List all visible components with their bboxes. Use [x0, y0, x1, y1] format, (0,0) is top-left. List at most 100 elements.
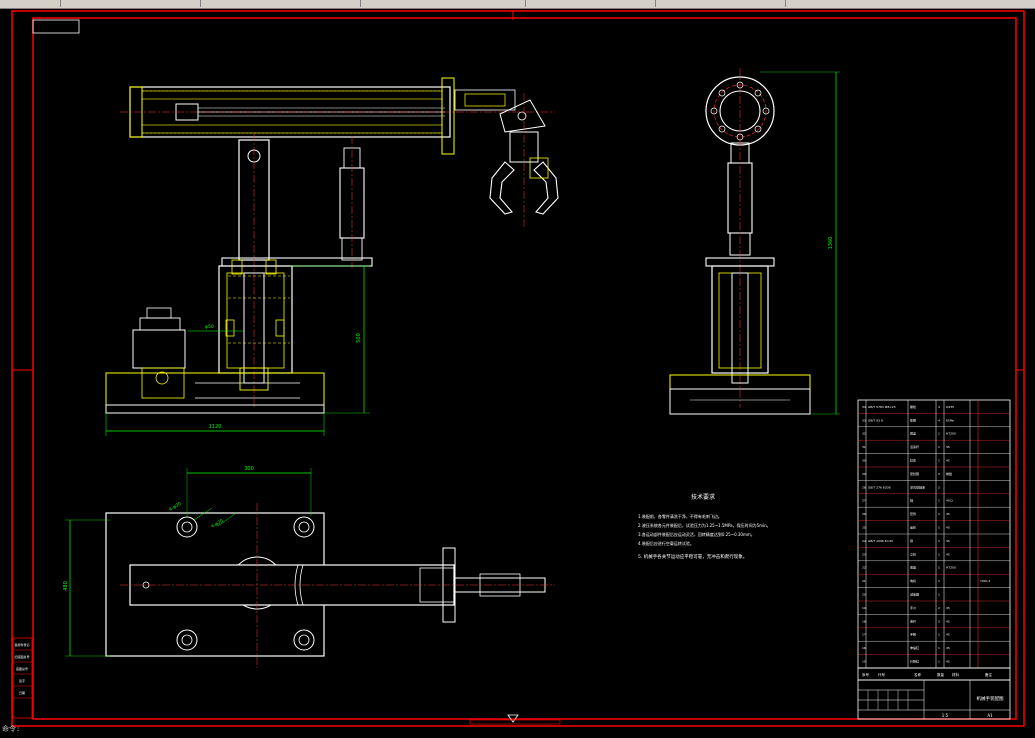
header-code: 代号 [878, 672, 886, 677]
tab-3[interactable] [200, 0, 361, 7]
tab-6[interactable] [655, 0, 786, 7]
parts-cell: 底座 [910, 565, 916, 570]
dim-column: φ50 [205, 324, 214, 330]
parts-cell: 65Mn [946, 418, 954, 422]
margin-label-3: 底图总号 [16, 666, 28, 671]
tech-req-4: 4.装配后应进行空载运转试验。 [638, 540, 694, 546]
dim-overall-width: 1120 [209, 424, 222, 430]
parts-cell: 2 [938, 619, 940, 623]
parts-table-header: 序号 代号 名称 数量 材料 备注 [857, 667, 1011, 681]
parts-cell: 减速器 [910, 592, 919, 597]
dim-plan-side: 480 [63, 581, 69, 591]
parts-cell: 伸缩缸 [910, 645, 919, 650]
parts-cell: 29 [862, 472, 866, 476]
parts-cell: 16 [862, 646, 866, 650]
centering-marks [12, 11, 1024, 371]
parts-cell: 19 [862, 606, 866, 610]
tab-2[interactable] [60, 0, 201, 7]
parts-cell: 1 [938, 459, 940, 463]
parts-cell: 2 [938, 485, 940, 489]
parts-cell: 1 [938, 432, 940, 436]
parts-cell: 套筒 [910, 511, 916, 516]
parts-cell: 升降缸 [910, 659, 919, 664]
parts-cell: 45 [946, 512, 950, 516]
parts-cell: 45 [946, 633, 950, 637]
parts-cell: 1 [938, 512, 940, 516]
plan-view: 300 480 4-φ20 4-φ20 [63, 466, 555, 668]
tab-4[interactable] [360, 0, 526, 7]
parts-cell: 1 [938, 593, 940, 597]
parts-cell: 螺栓 [910, 404, 916, 409]
parts-cell: 1 [938, 526, 940, 530]
parts-cell: 32 [862, 432, 866, 436]
tech-req-title: 技术要求 [691, 493, 715, 501]
command-line-fragment[interactable]: 命令: [2, 725, 21, 733]
parts-cell: 24 [862, 539, 866, 543]
parts-cell: 2 [938, 472, 940, 476]
tab-5[interactable] [525, 0, 656, 7]
parts-cell: 1 [938, 566, 940, 570]
parts-cell: 立柱 [910, 551, 916, 556]
cad-drawing-canvas[interactable]: 1120 500 φ50 1360 [0, 8, 1035, 734]
parts-cell: 橡胶 [946, 471, 952, 476]
parts-cell: 1 [938, 552, 940, 556]
parts-cell: GB/T 276 6208 [868, 485, 891, 489]
parts-cell: 活塞杆 [910, 444, 919, 449]
parts-cell: 45 [946, 552, 950, 556]
parts-cell: 45 [946, 646, 950, 650]
parts-cell: 40Cr [946, 499, 954, 503]
parts-cell: 齿轮 [910, 525, 916, 530]
parts-cell: 电机 [910, 578, 916, 583]
drawing-scale: 1:5 [942, 713, 949, 718]
header-name: 名称 [914, 672, 922, 677]
header-qty: 数量 [937, 672, 945, 677]
parts-cell: GB/T 93 8 [868, 418, 883, 422]
parts-cell: 27 [862, 499, 866, 503]
parts-cell: 4 [938, 405, 940, 409]
parts-cell: 45 [946, 526, 950, 530]
side-view: 1360 [669, 68, 840, 415]
parts-cell: 1 [938, 499, 940, 503]
parts-cell: 33 [862, 418, 866, 422]
parts-cell: 25 [862, 526, 866, 530]
parts-cell: HT200 [946, 432, 956, 436]
parts-cell: 45 [946, 606, 950, 610]
parts-cell: HT200 [946, 566, 956, 570]
drawing-svg: 1120 500 φ50 1360 [11, 10, 1025, 727]
tech-req-2: 2.液压系统各元件装配后，试验压力为1.25~1.5MPa，保压时间为5min。 [638, 522, 771, 528]
parts-cell: 键 [910, 538, 913, 543]
parts-cell: 1 [938, 445, 940, 449]
hole-label-1: 4-φ20 [168, 501, 183, 513]
parts-cell: 26 [862, 512, 866, 516]
tech-req-1: 1.装配前，各零件清洗干净，不得有毛刺飞边。 [638, 513, 722, 519]
parts-cell: 30 [862, 459, 866, 463]
margin-label-2: 旧底图总号 [14, 654, 29, 659]
application-tab-strip [0, 0, 1035, 9]
dim-side-height: 1360 [828, 237, 834, 250]
tech-req-5: 5. 机械手各关节运动应平稳可靠，无冲击和爬行现象。 [638, 553, 747, 560]
parts-cell: 28 [862, 485, 866, 489]
parts-cell: 45 [946, 539, 950, 543]
parts-cell: 1 [938, 660, 940, 664]
parts-cell: 端盖 [910, 431, 916, 436]
scale-ruler [469, 719, 561, 725]
parts-cell: 45 [946, 619, 950, 623]
parts-cell: 1 [938, 646, 940, 650]
parts-cell: GB/T 1096 8×30 [868, 539, 893, 543]
technical-requirements: 技术要求 1.装配前，各零件清洗干净，不得有毛刺飞边。 2.液压系统各元件装配后… [638, 493, 771, 560]
parts-cell: Q235 [946, 405, 954, 409]
parts-cell: 手爪 [910, 605, 916, 610]
parts-cell: 21 [862, 579, 866, 583]
drawing-name: 机械手装配图 [977, 695, 1004, 702]
margin-label-1: 借用件登记 [14, 642, 29, 647]
header-material: 材料 [952, 672, 960, 677]
header-remark: 备注 [985, 672, 993, 677]
parts-cell: 22 [862, 566, 866, 570]
tab-1[interactable] [0, 0, 61, 7]
title-block: 机械手装配图 1:5 A1 [857, 679, 1011, 720]
parts-cell: 轴 [910, 498, 913, 503]
outer-frame [11, 10, 1025, 727]
left-margin-table: 借用件登记 旧底图总号 底图总号 签字 日期 [12, 637, 33, 719]
parts-cell: 深沟球轴承 [910, 484, 925, 489]
